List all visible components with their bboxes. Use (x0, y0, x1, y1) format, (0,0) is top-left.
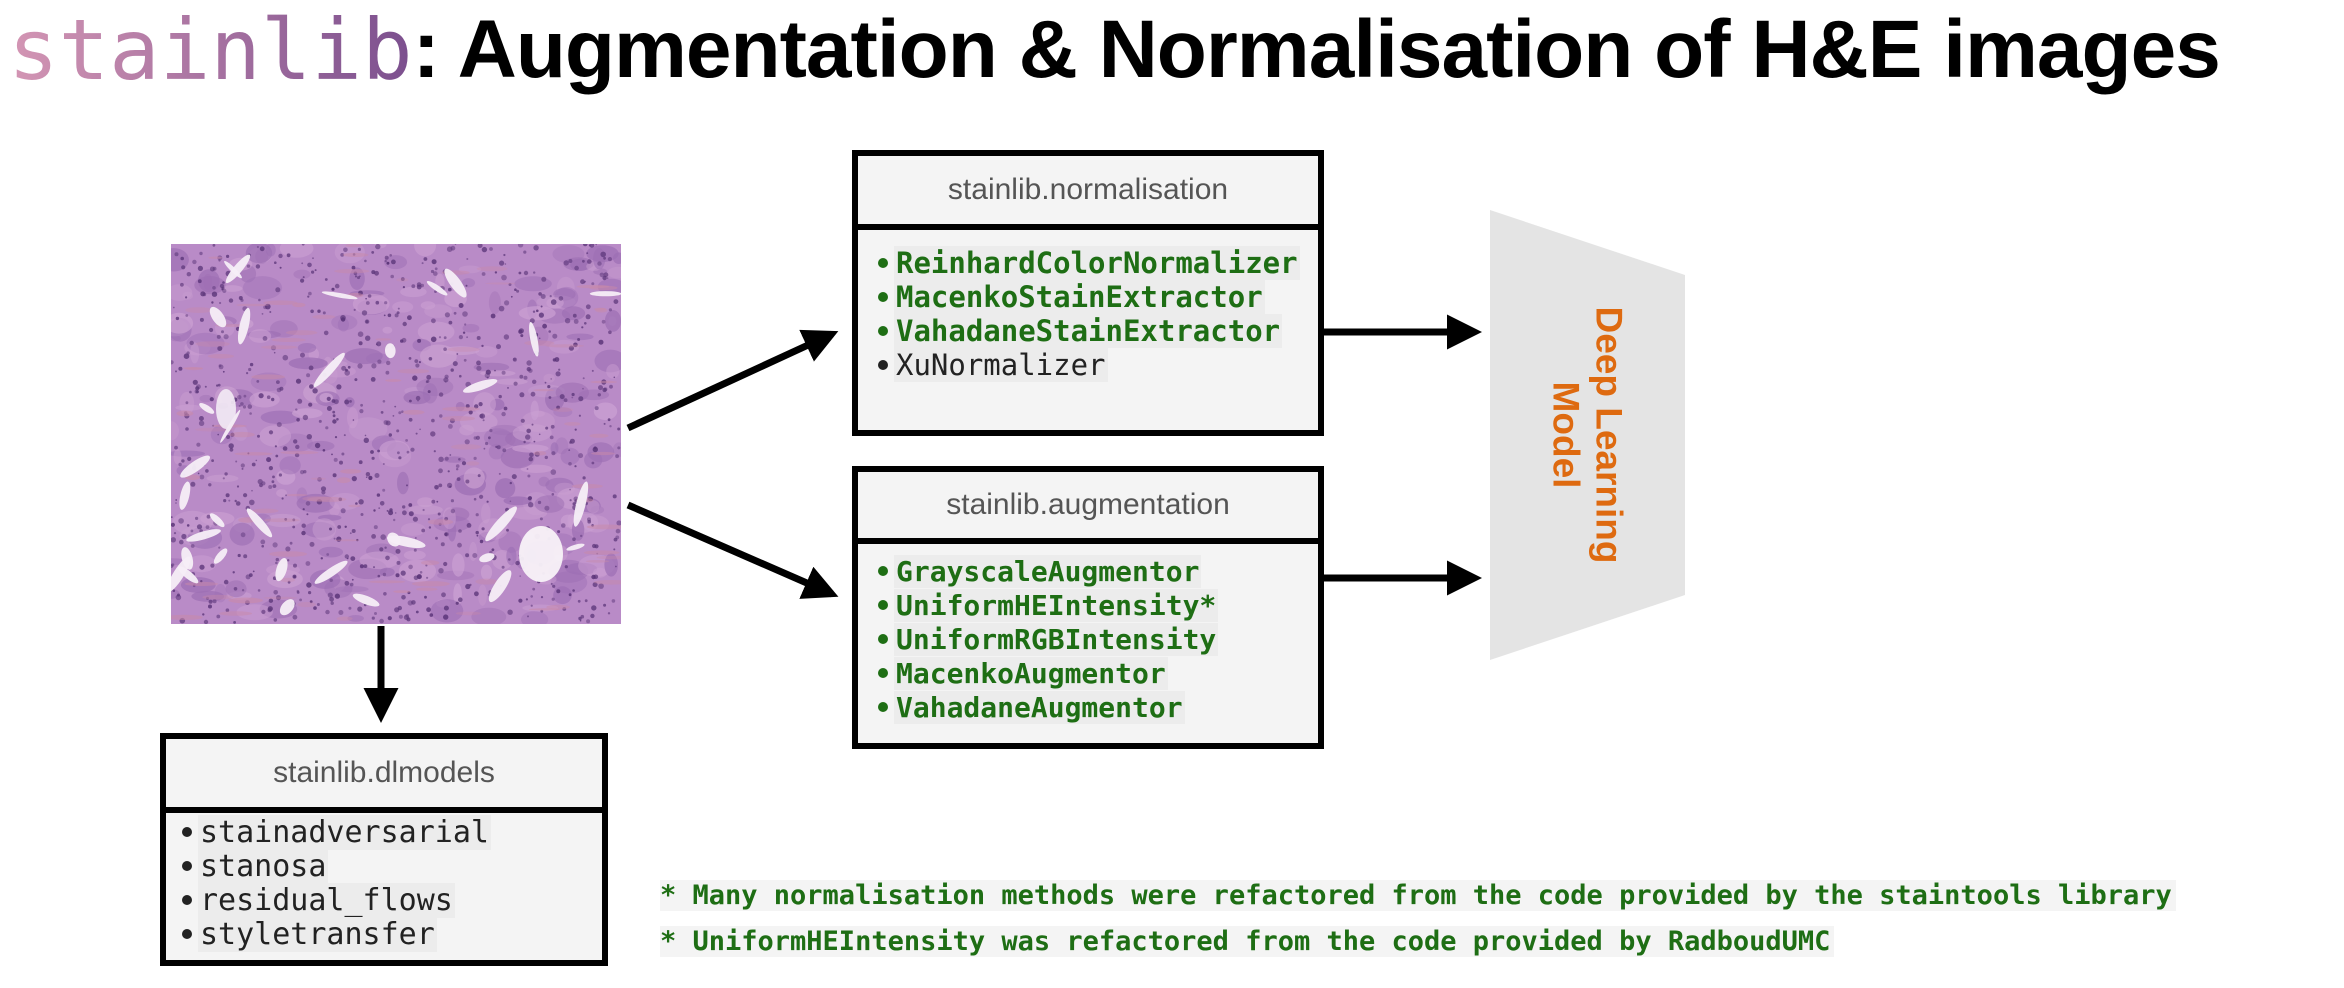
list-item-label: stainadversarial (198, 814, 491, 850)
list-item-label: VahadaneAugmentor (894, 690, 1185, 724)
normalisation-module-box: stainlib.normalisation ReinhardColorNorm… (852, 150, 1324, 436)
bullet-icon (182, 929, 192, 939)
list-item-label: ReinhardColorNormalizer (894, 246, 1300, 280)
bullet-icon (878, 258, 888, 268)
model-label-line2: Model (1546, 381, 1587, 489)
list-item: MacenkoAugmentor (878, 656, 1318, 690)
title-subtitle: : Augmentation & Normalisation of H&E im… (412, 4, 2221, 95)
bullet-icon (878, 360, 888, 370)
bullet-icon (878, 292, 888, 302)
page-title: stainlib: Augmentation & Normalisation o… (8, 0, 2221, 100)
list-item: styletransfer (182, 916, 602, 952)
bullet-icon (182, 895, 192, 905)
list-item: GrayscaleAugmentor (878, 554, 1318, 588)
deep-learning-model-shape (1490, 210, 1685, 660)
model-label-line1: Deep Learning (1588, 306, 1630, 564)
bullet-icon (878, 600, 888, 610)
list-item: stanosa (182, 848, 602, 884)
deep-learning-model-label: Deep Learning Model (1544, 225, 1630, 645)
list-item-label: residual_flows (198, 882, 455, 918)
list-item-label: stanosa (198, 848, 329, 884)
normalisation-header: stainlib.normalisation (858, 156, 1318, 230)
bullet-icon (182, 861, 192, 871)
augmentation-header: stainlib.augmentation (858, 472, 1318, 544)
list-item-label: MacenkoAugmentor (894, 656, 1168, 690)
bullet-icon (878, 566, 888, 576)
list-item-label: MacenkoStainExtractor (894, 280, 1265, 314)
list-item-label: GrayscaleAugmentor (894, 554, 1202, 588)
list-item-label: UniformHEIntensity* (894, 588, 1219, 622)
bullet-icon (182, 827, 192, 837)
footnote-1: * Many normalisation methods were refact… (660, 872, 2176, 918)
arrow-image-to-normalisation (626, 329, 839, 432)
bullet-icon (878, 326, 888, 336)
dlmodels-header: stainlib.dlmodels (166, 739, 602, 813)
footnote-2: * UniformHEIntensity was refactored from… (660, 918, 2176, 964)
list-item-label: UniformRGBIntensity (894, 622, 1219, 656)
title-library-name: stainlib (8, 1, 413, 99)
footnotes: * Many normalisation methods were refact… (660, 872, 2176, 964)
list-item: VahadaneStainExtractor (878, 314, 1318, 348)
list-item: UniformRGBIntensity (878, 622, 1318, 656)
list-item: UniformHEIntensity* (878, 588, 1318, 622)
list-item-label: VahadaneStainExtractor (894, 314, 1283, 348)
list-item: ReinhardColorNormalizer (878, 246, 1318, 280)
bullet-icon (878, 634, 888, 644)
list-item: VahadaneAugmentor (878, 690, 1318, 724)
list-item-label: styletransfer (198, 916, 437, 952)
list-item: stainadversarial (182, 814, 602, 850)
he-tissue-image (171, 244, 621, 624)
list-item: MacenkoStainExtractor (878, 280, 1318, 314)
bullet-icon (878, 702, 888, 712)
list-item: XuNormalizer (878, 348, 1318, 382)
list-item: residual_flows (182, 882, 602, 918)
bullet-icon (878, 668, 888, 678)
arrow-image-to-augmentation (626, 501, 839, 599)
augmentation-module-box: stainlib.augmentation GrayscaleAugmentor… (852, 466, 1324, 749)
list-item-label: XuNormalizer (894, 348, 1108, 382)
